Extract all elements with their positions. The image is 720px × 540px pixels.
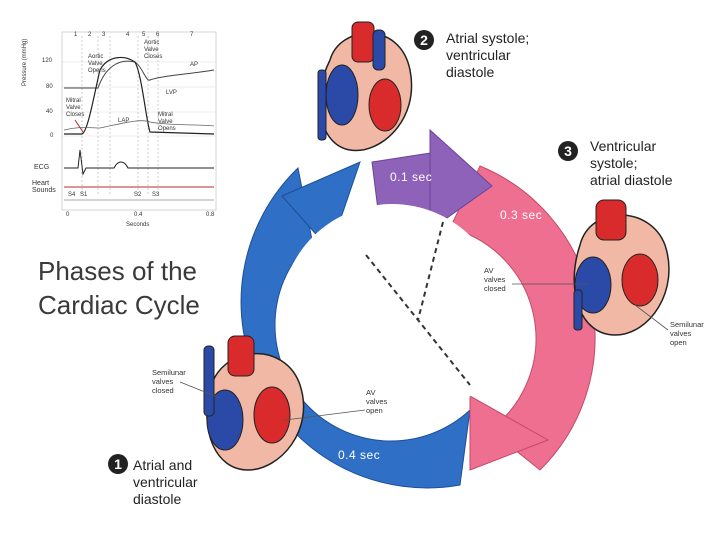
aortic-open-1: Aortic [88,54,104,60]
mitral-close-2: Valve [66,105,81,111]
page-title: Phases of the Cardiac Cycle [38,254,200,322]
graph-mitral-close: Mitral Valve Closes [66,98,84,119]
aortic-close-2: Valve [144,47,159,53]
label-semilunar-open-3: open [670,338,687,347]
label-semilunar-open-2: valves [670,329,692,338]
graph-phase-4: 4 [126,32,130,38]
label-av-closed-3: closed [484,284,506,293]
title-line-2: Cardiac Cycle [38,290,200,320]
graph-aortic-open: Aortic Valve Opens [88,54,106,75]
label-semilunar-closed-2: valves [152,377,174,386]
graph-x-tick-0: 0 [66,212,70,218]
graph-heart-sounds-label: Heart Sounds [32,180,56,194]
graph-phase-1: 1 [74,32,78,38]
graph-lap-label: LAP [118,118,130,124]
phase-1-badge: 1 [108,454,128,474]
graph-aortic-close: Aortic Valve Closes [144,40,162,61]
phase-1-line-2: ventricular [133,474,198,490]
mitral-open-2: Valve [158,119,173,125]
graph-y-tick-40: 40 [46,109,53,115]
phase-1-line-3: diastole [133,491,182,507]
phase-2-line-1: Atrial systole; [446,30,530,46]
label-semilunar-open-1: Semilunar [670,320,704,329]
graph-ap-label: AP [190,62,199,68]
heart-sounds-2: Sounds [32,187,56,194]
label-semilunar-closed-3: closed [152,386,174,395]
duration-ventricular-systole: 0.3 sec [500,208,543,222]
label-av-closed: AV valves closed [484,266,506,293]
heart-diastole [203,335,305,471]
graph-phase-7: 7 [190,32,194,38]
aortic-open-3: Opens [88,68,106,74]
wiggers-diagram [61,31,217,211]
label-av-open-3: open [366,406,383,415]
phase-2-label: Atrial systole; ventricular diastole [446,30,529,81]
phase-1-label: Atrial and ventricular diastole [133,457,198,508]
graph-sound-s3: S3 [152,192,160,198]
phase-3-label: Ventricular systole; atrial diastole [590,138,673,189]
divider-line-2 [417,221,444,321]
mitral-close-3: Closes [66,112,85,118]
title-line-1: Phases of the [38,256,197,286]
label-av-open: AV valves open [366,388,387,415]
heart-sounds-1: Heart [32,180,50,187]
graph-ecg-label: ECG [34,164,50,171]
aortic-open-2: Valve [88,61,103,67]
graph-phase-3: 3 [102,32,106,38]
graph-y-tick-120: 120 [42,58,53,64]
diastole-arrowhead [281,161,361,251]
atrial-systole-arrowhead [429,128,493,231]
graph-phase-5: 5 [142,32,146,38]
graph-y-tick-0: 0 [50,133,54,139]
phase-3-line-3: atrial diastole [590,172,673,188]
mitral-open-3: Opens [158,126,176,132]
leader-semilunar-open [634,304,669,331]
phase-3-line-1: Ventricular [590,138,657,154]
graph-sound-s2: S2 [134,192,142,198]
phase-3-badge: 3 [558,141,578,161]
leader-semilunar-closed [179,381,221,399]
ventricular-systole-arc [449,165,596,471]
mitral-close-1: Mitral [66,98,81,104]
label-av-closed-2: valves [484,275,506,284]
label-semilunar-closed: Semilunar valves closed [152,368,186,395]
label-av-open-1: AV [366,388,376,397]
graph-y-tick-80: 80 [46,84,53,90]
graph-lvp-label: LVP [166,90,177,96]
ventricular-systole-arrowhead [469,395,550,471]
phase-2-badge: 2 [414,30,434,50]
mitral-open-1: Mitral [158,112,173,118]
graph-phase-2: 2 [88,32,92,38]
phase-1-line-1: Atrial and [133,457,193,473]
label-semilunar-open: Semilunar valves open [670,320,704,347]
label-av-closed-1: AV [484,266,494,275]
duration-diastole: 0.4 sec [338,448,381,462]
graph-sound-s1: S1 [80,192,88,198]
phase-2-line-2: ventricular [446,47,511,63]
label-semilunar-closed-1: Semilunar [152,368,186,377]
graph-mitral-open: Mitral Valve Opens [158,112,176,133]
graph-y-label: Pressure (mmHg) [22,38,28,86]
cycle-center [280,204,504,428]
graph-x-tick-04: 0.4 [134,212,143,218]
phase-3-line-2: systole; [590,155,638,171]
graph-sound-s4: S4 [68,192,76,198]
aortic-close-3: Closes [144,54,163,60]
graph-x-tick-08: 0.8 [206,212,215,218]
graph-phase-6: 6 [156,32,160,38]
heart-ventricular-systole [573,199,670,336]
phase-2-line-3: diastole [446,64,495,80]
leader-av-open [284,409,366,421]
aortic-close-1: Aortic [144,40,160,46]
label-av-open-2: valves [366,397,388,406]
duration-atrial-systole: 0.1 sec [390,170,433,184]
heart-atrial-systole [317,21,413,152]
graph-x-label: Seconds [126,222,150,228]
